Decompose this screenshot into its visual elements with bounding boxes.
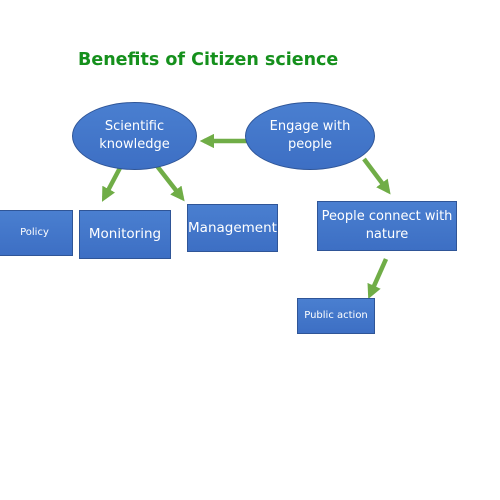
node-engage-with-people-label: Engage with people — [269, 118, 351, 152]
arrow-scientific-to-management — [155, 164, 185, 202]
node-policy: Policy — [0, 210, 73, 256]
arrow-engage-to-people-connect — [362, 157, 391, 195]
diagram-title: Benefits of Citizen science — [78, 50, 339, 70]
node-monitoring-label: Monitoring — [88, 226, 162, 243]
node-management-label: Management — [188, 219, 277, 236]
node-policy-label: Policy — [20, 227, 49, 238]
node-scientific-knowledge-label: Scientific knowledge — [99, 118, 170, 152]
node-scientific-knowledge: Scientific knowledge — [72, 102, 197, 170]
node-management: Management — [187, 204, 278, 252]
arrow-scientific-to-monitoring — [101, 164, 123, 202]
node-engage-with-people: Engage with people — [245, 102, 375, 170]
node-monitoring: Monitoring — [79, 210, 171, 259]
node-people-connect-with-nature: People connect with nature — [317, 201, 457, 251]
node-public-action-label: Public action — [304, 310, 368, 321]
node-people-connect-label: People connect with nature — [321, 208, 453, 242]
arrow-people-connect-to-public-action — [367, 258, 389, 299]
node-public-action: Public action — [297, 298, 375, 334]
